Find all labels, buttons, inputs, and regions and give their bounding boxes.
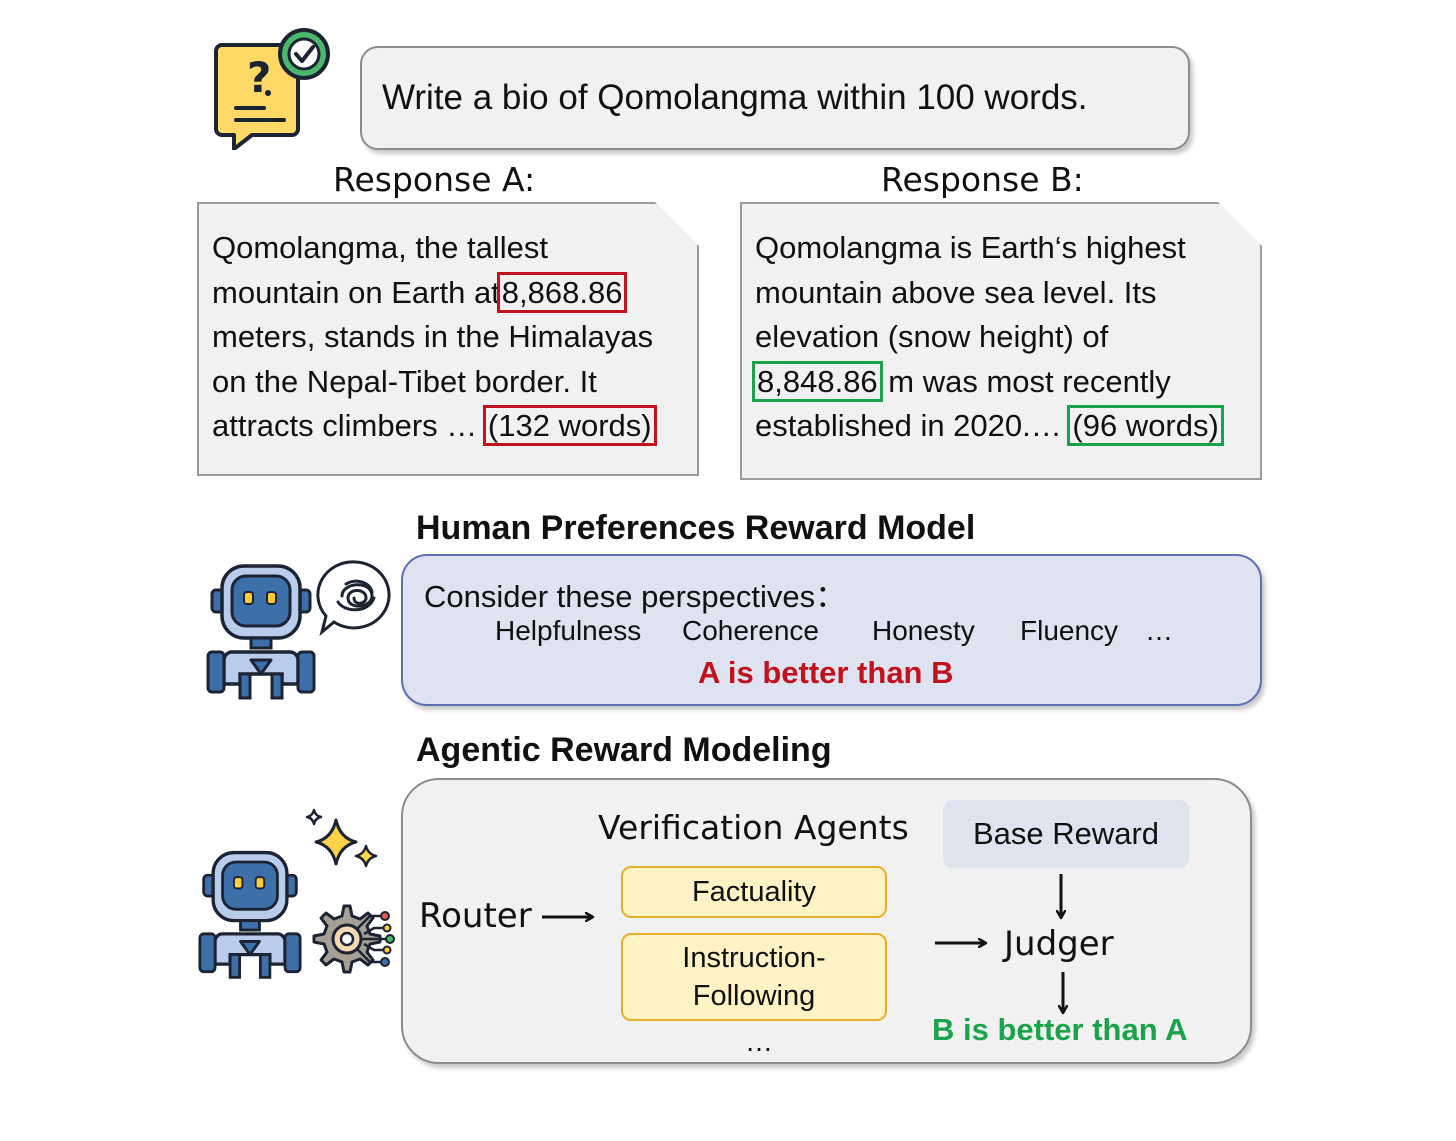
- agentic-verdict: B is better than A: [932, 1012, 1188, 1047]
- perspective-more: …: [1145, 615, 1173, 646]
- response-b-line: mountain above sea level. Its: [755, 274, 1157, 310]
- agent-instruction-following: Instruction- Following: [621, 933, 887, 1021]
- agent-factuality: Factuality: [621, 866, 887, 918]
- robot-icon: [198, 850, 302, 979]
- response-a-line: meters, stands in the Himalayas: [212, 319, 654, 354]
- response-a-title: Response A:: [333, 160, 536, 199]
- consider-text: Consider these perspectives：: [424, 579, 847, 614]
- sparkle-icon: [305, 808, 378, 868]
- response-b-text: Qomolangma is Earth‘s highest mountain a…: [752, 226, 1265, 449]
- response-b-line: Qomolangma is Earth‘s highest: [755, 230, 1186, 265]
- response-a-card: [197, 202, 699, 476]
- router-label: Router: [419, 896, 532, 936]
- judger-label: Judger: [1004, 924, 1114, 964]
- response-a-line: mountain on Earth at: [212, 274, 500, 310]
- human-pref-title: Human Preferences Reward Model: [416, 509, 976, 547]
- response-a-line: attracts climbers …: [212, 408, 478, 443]
- confused-thought-bubble-icon: [316, 560, 391, 637]
- perspective-coherence: Coherence: [682, 615, 819, 646]
- prompt-box: Write a bio of Qomolangma within 100 wor…: [360, 46, 1190, 150]
- perspective-fluency: Fluency: [1020, 615, 1119, 646]
- word-count-highlight-correct: (96 words): [1067, 405, 1224, 446]
- prompt-text: Write a bio of Qomolangma within 100 wor…: [382, 78, 1088, 117]
- agentic-title: Agentic Reward Modeling: [416, 731, 832, 769]
- response-a-line: Qomolangma, the tallest: [212, 230, 549, 265]
- response-b-line: m was most recently: [888, 363, 1171, 399]
- perspective-honesty: Honesty: [872, 615, 975, 646]
- verification-agents-title: Verification Agents: [598, 808, 909, 847]
- gear-circuit-icon: [312, 904, 395, 974]
- agent-instruction-following-label: Instruction- Following: [682, 942, 826, 1012]
- height-highlight-wrong: 8,868.86: [496, 271, 628, 313]
- human-pref-verdict: A is better than B: [698, 655, 954, 690]
- base-reward-label: Base Reward: [972, 816, 1160, 851]
- response-b-card: [740, 202, 1262, 480]
- response-b-line: elevation (snow height) of: [755, 319, 1109, 354]
- response-a-line: on the Nepal-Tibet border. It: [212, 363, 597, 399]
- response-b-title: Response B:: [881, 160, 1084, 199]
- perspective-helpfulness: Helpfulness: [495, 615, 642, 646]
- height-highlight-correct: 8,848.86: [752, 360, 883, 402]
- robot-icon: [206, 564, 316, 700]
- response-a-text: Qomolangma, the tallest mountain on Eart…: [212, 226, 702, 449]
- response-b-line: established in 2020.…: [755, 408, 1062, 443]
- question-document-icon: ?: [214, 43, 300, 150]
- agents-more: …: [745, 1026, 773, 1057]
- word-count-highlight-wrong: (132 words): [482, 405, 657, 446]
- human-pref-box: [401, 554, 1262, 706]
- checkmark-badge-icon: [278, 28, 330, 80]
- base-reward-box: Base Reward: [943, 800, 1189, 868]
